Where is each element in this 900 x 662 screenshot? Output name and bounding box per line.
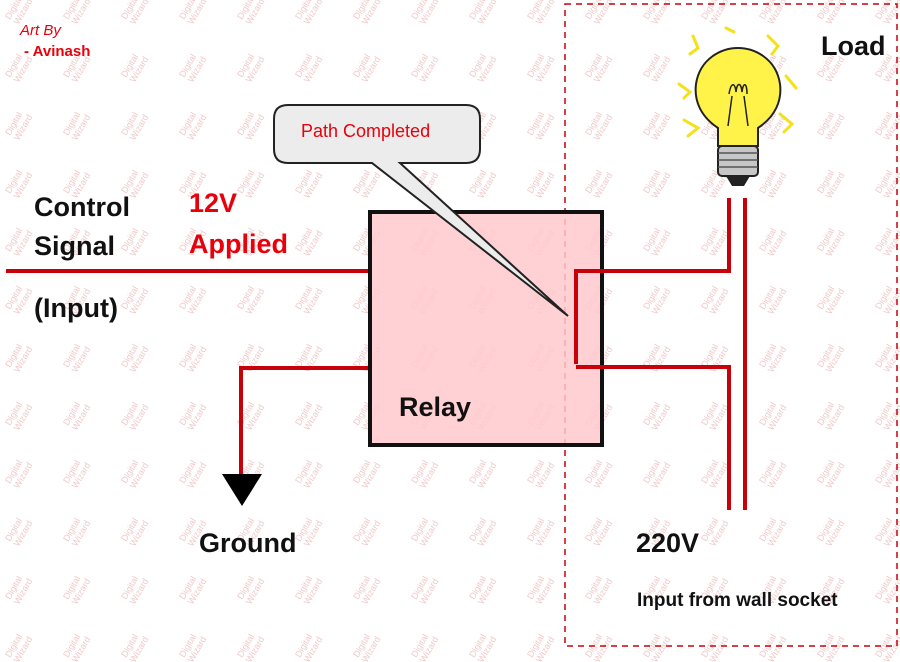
- load-label: Load: [821, 31, 886, 61]
- mains-boundary: [564, 3, 898, 647]
- ground-symbol: [222, 474, 262, 506]
- relay-label: Relay: [399, 392, 472, 422]
- callout-bubble: [273, 104, 569, 317]
- control-signal-label-line-2: Signal: [34, 231, 116, 261]
- credit-line-1: Art By: [20, 22, 61, 39]
- ground-label: Ground: [199, 528, 297, 558]
- control-signal-label-line-1: Control: [34, 192, 130, 222]
- mains-source-label: Input from wall socket: [637, 590, 838, 611]
- mains-voltage-label: 220V: [636, 528, 700, 558]
- ground-wire: [239, 366, 372, 478]
- input-label: (Input): [34, 293, 118, 323]
- voltage-label-line-2: Applied: [189, 229, 288, 259]
- relay-contact-wire-bottom: [576, 365, 731, 510]
- relay-contact-wire-top: [574, 198, 731, 364]
- callout-text: Path Completed: [301, 121, 431, 141]
- voltage-label-line-1: 12V: [189, 188, 238, 218]
- light-bulb-icon: [677, 26, 798, 186]
- credit-line-2: - Avinash: [24, 43, 91, 60]
